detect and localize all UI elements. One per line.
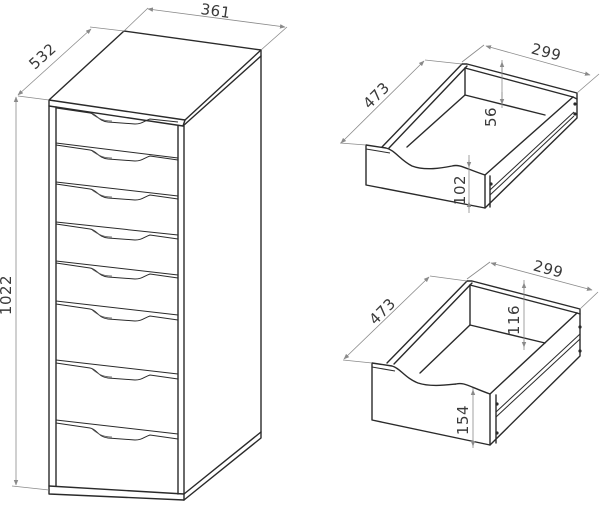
cabinet-width-label: 361 xyxy=(200,0,232,22)
small-drawer-front-height-label: 102 xyxy=(451,175,469,205)
cabinet-height-label: 1022 xyxy=(0,275,15,315)
small-drawer-width-label: 299 xyxy=(529,40,563,65)
large-drawer-front-height-label: 154 xyxy=(454,405,472,435)
small-drawer-drawing xyxy=(339,44,600,213)
cabinet-depth-label: 532 xyxy=(25,40,59,74)
large-drawer-inner-height-label: 116 xyxy=(505,305,523,335)
cabinet-drawing xyxy=(11,7,288,501)
large-drawer-drawing xyxy=(342,261,599,448)
small-drawer-depth-label: 473 xyxy=(359,78,393,112)
large-drawer-depth-label: 473 xyxy=(365,294,399,328)
small-drawer-inner-height-label: 56 xyxy=(482,107,500,127)
large-drawer-width-label: 299 xyxy=(531,257,565,282)
